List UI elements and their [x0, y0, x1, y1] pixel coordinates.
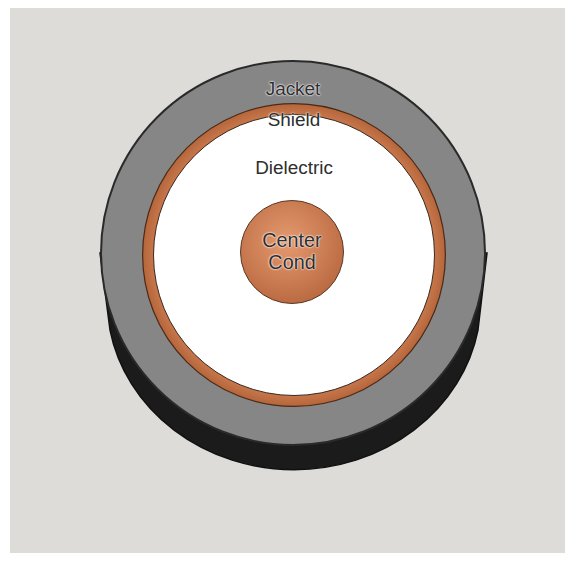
background-panel [10, 8, 565, 553]
layer-label: Jacket [100, 80, 486, 99]
cable-layer: Center Cond [240, 200, 344, 304]
cable-layer: DielectricCenter Cond [153, 114, 435, 396]
cable-layer: ShieldDielectricCenter Cond [142, 103, 446, 407]
layer-label: Shield [142, 111, 446, 130]
layer-circle [154, 115, 435, 396]
layer-label: Center Cond [240, 200, 344, 304]
layer-circle [143, 104, 446, 407]
cable-layer: JacketShieldDielectricCenter Cond [100, 60, 486, 446]
layer-label: Dielectric [153, 159, 435, 178]
layer-circle [101, 61, 485, 445]
layer-circle [241, 201, 344, 304]
